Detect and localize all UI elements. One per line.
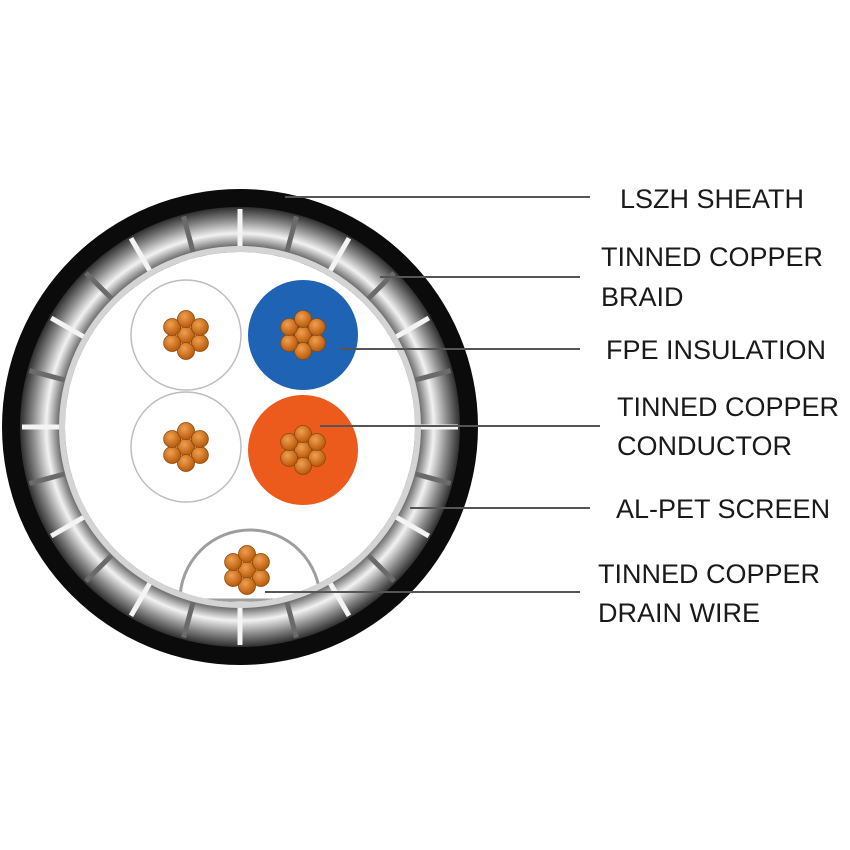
copper-strand — [251, 553, 270, 571]
conductor-white-bottom — [130, 391, 242, 503]
copper-strand — [163, 446, 182, 464]
braid-segment — [28, 368, 67, 383]
copper-strand — [238, 545, 256, 563]
braid-segment — [413, 471, 452, 486]
braid-segment — [84, 271, 115, 302]
label-tinned-copper-conductor: TINNED COPPER CONDUCTOR — [617, 392, 847, 461]
copper-strand — [163, 334, 182, 352]
drain-wire — [178, 528, 322, 602]
conductor-orange — [248, 395, 358, 505]
copper-strand — [163, 430, 182, 448]
braid-segment — [181, 215, 196, 254]
copper-strand — [280, 449, 299, 467]
copper-strand — [280, 318, 299, 336]
braid-segment — [128, 236, 153, 273]
braid-segment — [413, 368, 452, 383]
copper-strand — [190, 430, 209, 448]
copper-strand — [294, 310, 312, 328]
label-fpe-insulation: FPE INSULATION — [606, 335, 826, 365]
copper-strand — [177, 454, 195, 472]
copper-strand — [177, 422, 195, 440]
braid-segment — [327, 236, 352, 273]
braid-segment — [394, 315, 431, 340]
copper-strand — [190, 318, 209, 336]
copper-strand — [224, 569, 243, 587]
label-tinned-copper-drain-wire: TINNED COPPER DRAIN WIRE — [598, 559, 828, 628]
braid-segment — [28, 471, 67, 486]
braid-segment — [365, 552, 396, 583]
braid-segment — [128, 581, 153, 618]
copper-strand — [280, 433, 299, 451]
braid-segment — [284, 600, 299, 639]
copper-strand — [294, 342, 312, 360]
copper-strand — [224, 553, 243, 571]
copper-strand — [307, 433, 326, 451]
braid-segment — [49, 514, 86, 539]
braid-segment — [181, 600, 196, 639]
label-tinned-copper-braid: TINNED COPPER BRAID — [601, 242, 831, 312]
copper-strand — [163, 318, 182, 336]
label-al-pet-screen: AL-PET SCREEN — [616, 494, 830, 524]
braid-segment — [394, 514, 431, 539]
braid-segment — [84, 552, 115, 583]
copper-strand — [280, 334, 299, 352]
copper-strand — [294, 457, 312, 475]
braid-segment — [49, 315, 86, 340]
conductor-white-top — [130, 279, 242, 391]
braid-segment — [327, 581, 352, 618]
copper-strand — [238, 577, 256, 595]
copper-strand — [177, 342, 195, 360]
conductor-blue — [248, 280, 358, 390]
copper-strand — [294, 425, 312, 443]
copper-strand — [177, 310, 195, 328]
copper-strand — [307, 318, 326, 336]
label-lszh-sheath: LSZH SHEATH — [620, 184, 804, 214]
braid-segment — [284, 215, 299, 254]
